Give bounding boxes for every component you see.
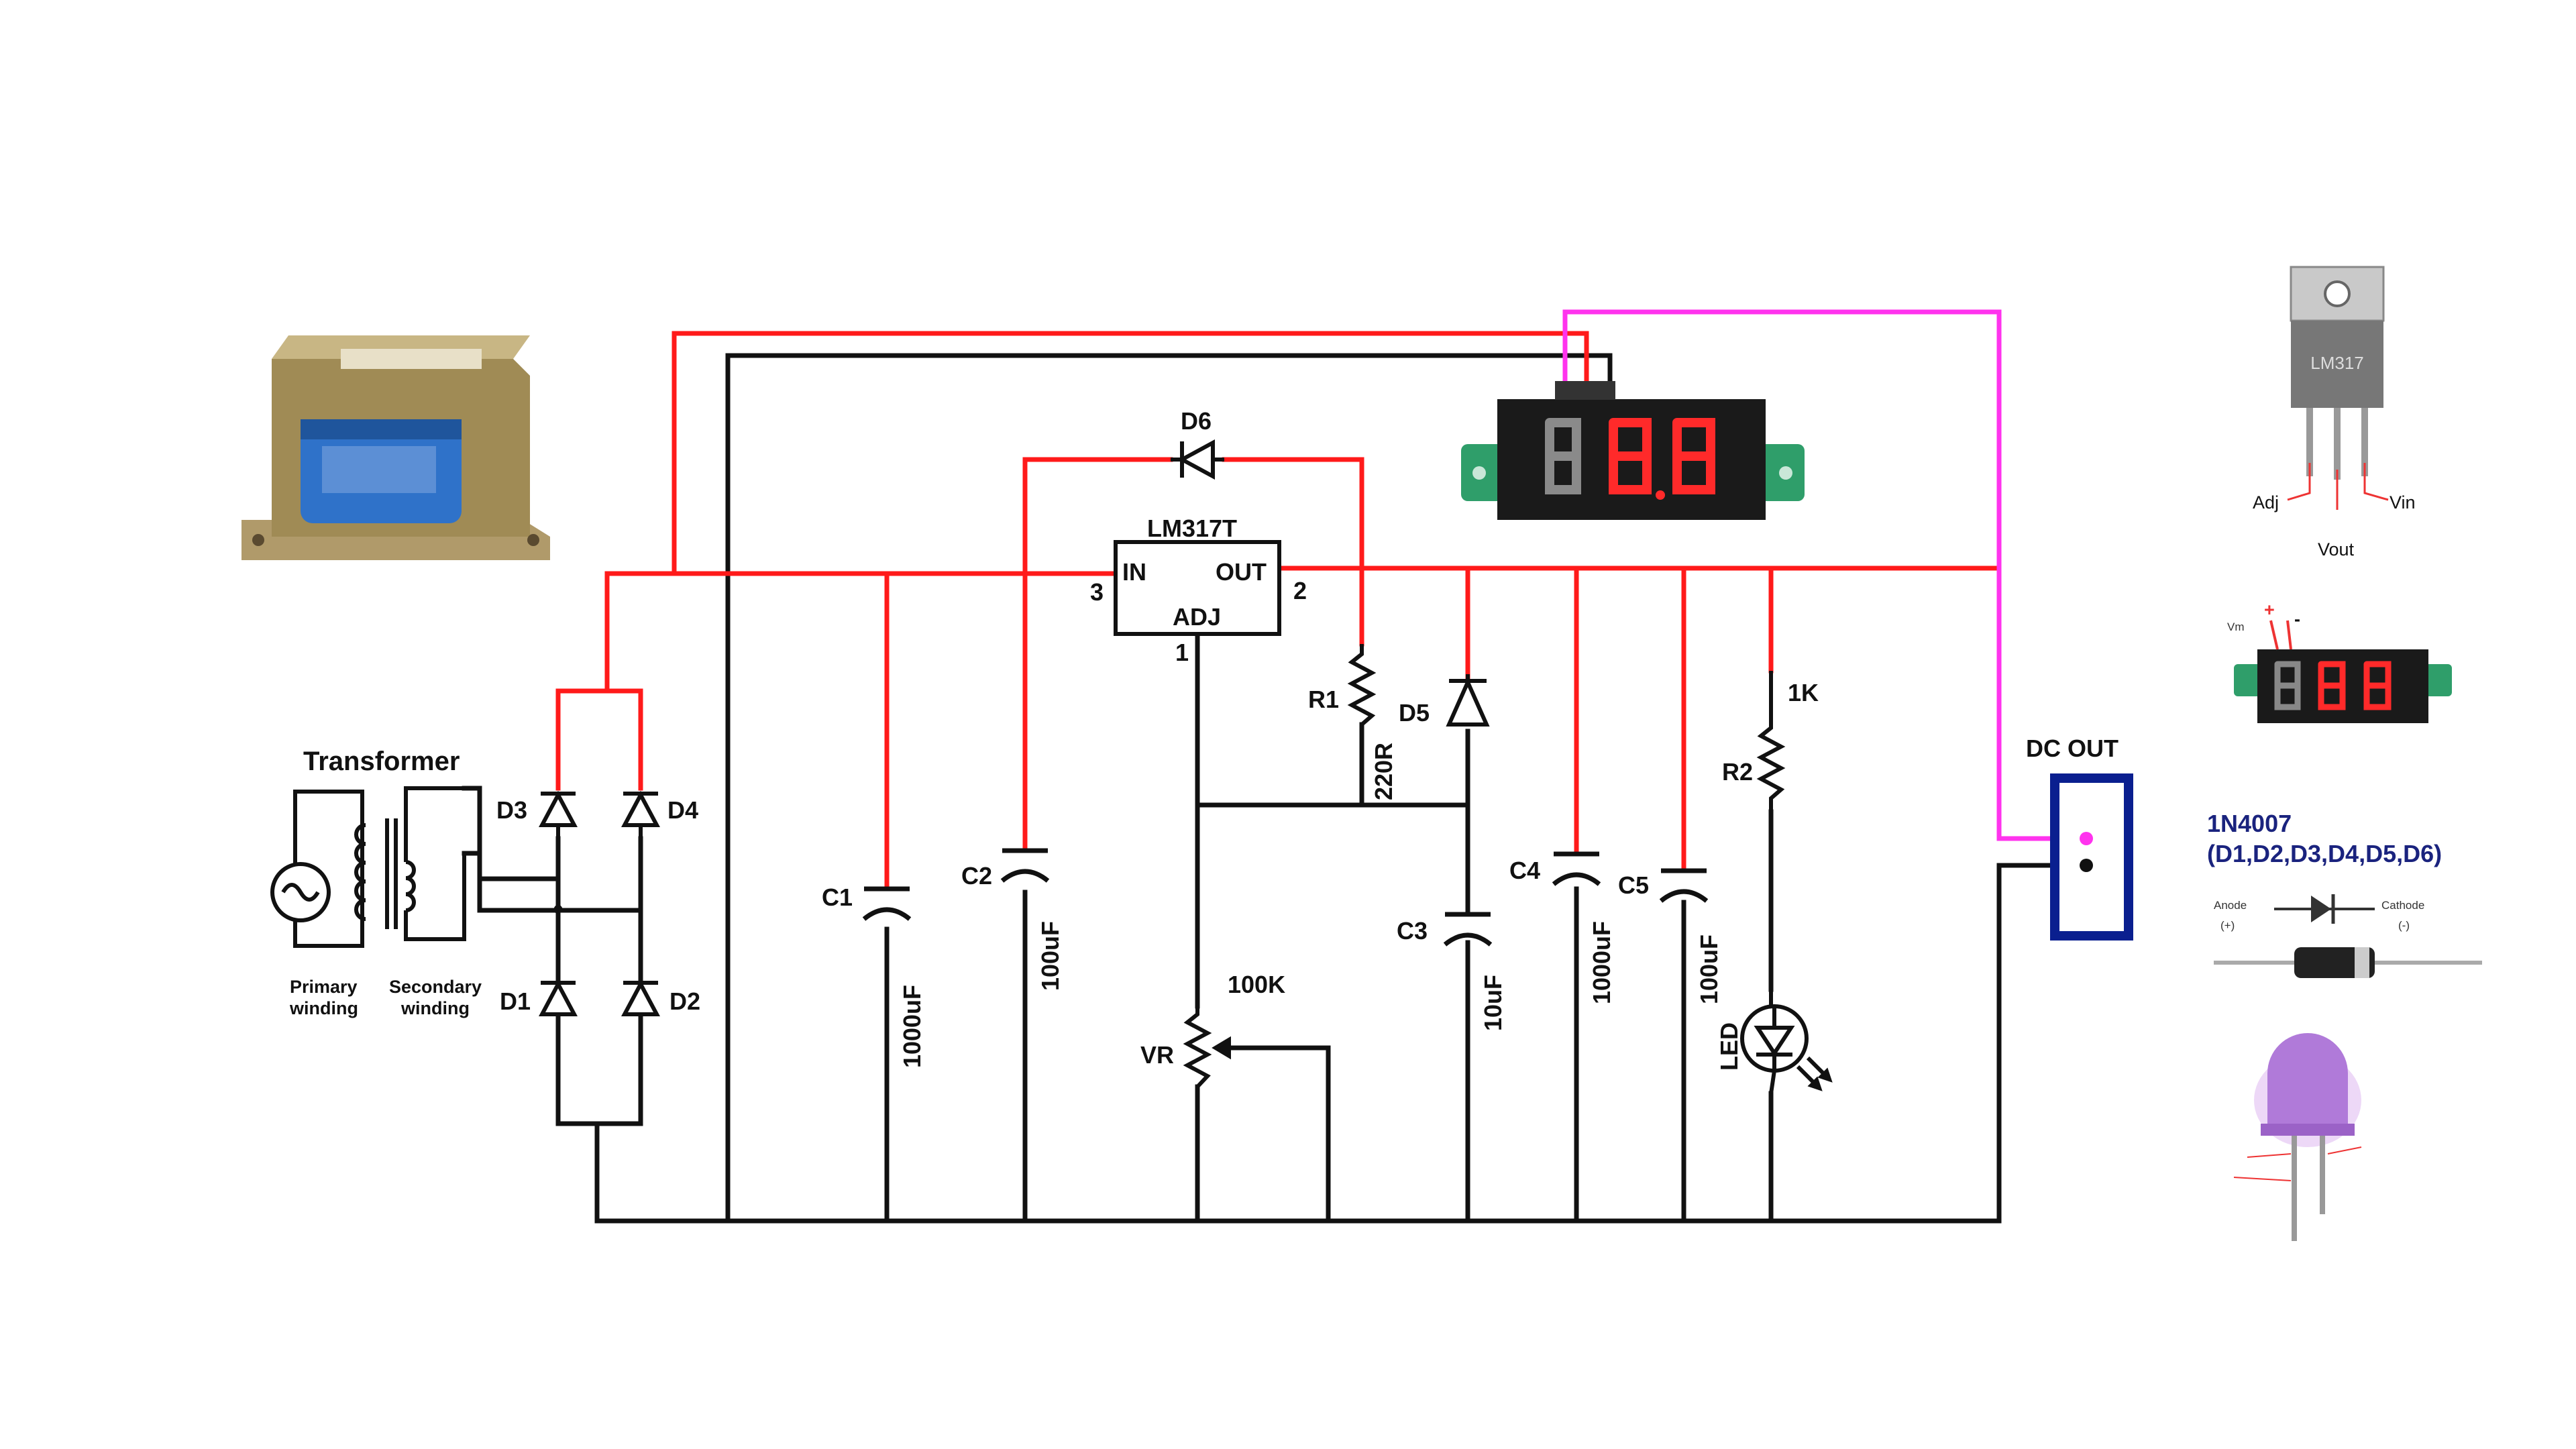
ref-vout-label: Vout — [2318, 539, 2355, 559]
ground-wires — [462, 353, 2089, 1224]
led-reference-image — [2233, 1033, 2362, 1241]
voltmeter-reference-image: Vm + - — [2227, 600, 2452, 723]
ref-cathode-label: Cathode — [2381, 899, 2424, 912]
c5-value: 100uF — [1695, 934, 1723, 1004]
ref-vin-label: Vin — [2390, 492, 2416, 513]
bridge-diodes — [539, 790, 660, 1026]
digital-voltmeter — [1461, 381, 1805, 520]
dc-out-label: DC OUT — [2026, 735, 2118, 762]
d2-label: D2 — [669, 987, 700, 1015]
d6-label: D6 — [1181, 407, 1212, 435]
transformer-image — [241, 335, 550, 560]
ref-regulator-marking: LM317 — [2310, 353, 2364, 373]
ref-vm-label: Vm — [2227, 621, 2245, 633]
ref-cathode-sign: (-) — [2398, 919, 2410, 932]
resistors — [1183, 644, 1786, 1089]
regulator-name: LM317T — [1147, 515, 1237, 542]
c1-value: 1000uF — [898, 985, 926, 1068]
r2-value: 1K — [1788, 679, 1819, 706]
c2-value: 100uF — [1036, 921, 1064, 991]
ref-plus-label: + — [2264, 600, 2275, 620]
ref-anode-sign: (+) — [2220, 919, 2235, 932]
positive-wires — [555, 331, 2002, 890]
pin-in-label: IN — [1122, 558, 1146, 586]
voltmeter-sense-wire — [1562, 309, 2086, 841]
d5-label: D5 — [1399, 699, 1430, 727]
vr-value: 100K — [1228, 971, 1285, 998]
pin-out-label: OUT — [1216, 558, 1267, 586]
diode-d5 — [1446, 674, 1490, 727]
secondary-winding-label-1: Secondary — [389, 977, 482, 997]
r1-label: R1 — [1308, 686, 1339, 713]
lm317-reference-image: LM317 Adj Vin Vout — [2253, 266, 2416, 559]
diode-part-list: (D1,D2,D3,D4,D5,D6) — [2207, 840, 2442, 867]
c3-value: 10uF — [1479, 975, 1507, 1031]
pin-adj-label: ADJ — [1173, 603, 1221, 631]
diode-part-number: 1N4007 — [2207, 810, 2292, 837]
primary-winding-label-1: Primary — [290, 977, 358, 997]
pin-3-label: 3 — [1090, 578, 1104, 606]
indicator-led — [1740, 989, 1833, 1094]
pin-1-label: 1 — [1175, 639, 1189, 666]
r1-value: 220R — [1370, 743, 1397, 800]
transformer-symbol — [270, 786, 466, 948]
d4-label: D4 — [667, 796, 698, 824]
ref-anode-label: Anode — [2214, 899, 2247, 912]
c2-label: C2 — [961, 862, 992, 890]
lm317-regulator: LM317T IN OUT ADJ 3 2 1 — [1090, 515, 1307, 666]
diode-d6 — [1171, 439, 1224, 480]
c3-label: C3 — [1397, 917, 1428, 945]
led-label: LED — [1715, 1022, 1743, 1071]
secondary-winding-label-2: winding — [400, 998, 470, 1018]
c4-value: 1000uF — [1588, 921, 1615, 1004]
diode-reference-image: Anode (+) Cathode (-) — [2214, 894, 2482, 978]
primary-winding-label-2: winding — [289, 998, 358, 1018]
transformer-label: Transformer — [303, 747, 460, 776]
vr-label: VR — [1140, 1041, 1174, 1069]
c1-label: C1 — [822, 883, 853, 911]
c5-label: C5 — [1618, 871, 1649, 899]
capacitors — [862, 848, 1709, 947]
display-digits — [1545, 418, 1715, 500]
c4-label: C4 — [1509, 857, 1540, 884]
ref-minus-label: - — [2294, 609, 2300, 629]
r2-label: R2 — [1722, 758, 1753, 786]
ref-adj-label: Adj — [2253, 492, 2279, 513]
d3-label: D3 — [496, 796, 527, 824]
dc-out-connector — [2050, 773, 2133, 941]
pin-2-label: 2 — [1293, 577, 1307, 604]
d1-label: D1 — [500, 987, 531, 1015]
